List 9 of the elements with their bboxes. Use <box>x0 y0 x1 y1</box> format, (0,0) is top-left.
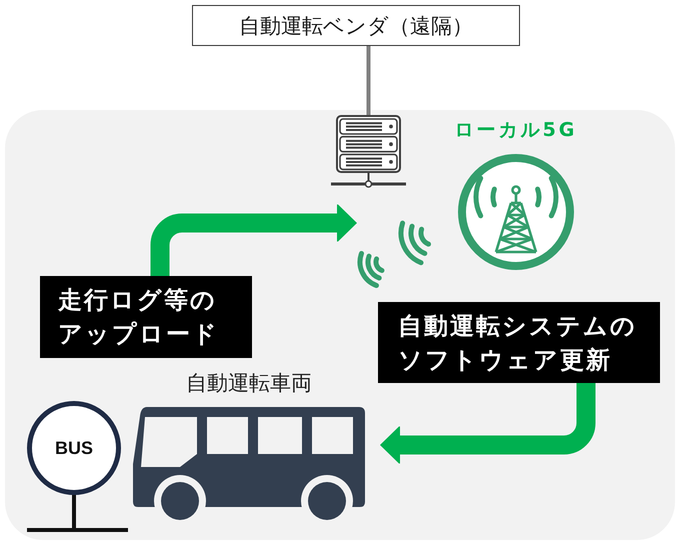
bus-stop-sign: BUS <box>27 401 121 495</box>
server-icon <box>330 115 407 188</box>
connector-line <box>366 46 370 115</box>
label-box: 走行ログ等のアップロード <box>40 276 252 358</box>
vehicle-label: 自動運転車両 <box>186 370 312 396</box>
network-label: ローカル5G <box>454 118 578 142</box>
label-box: 自動運転システムのソフトウェア更新 <box>378 302 660 383</box>
background-panel <box>5 110 675 540</box>
entity-box: 自動運転ベンダ（遠隔） <box>192 5 520 46</box>
